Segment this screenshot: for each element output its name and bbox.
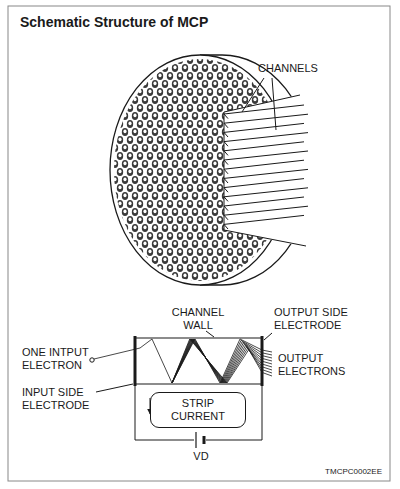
- frame: [8, 6, 390, 481]
- channel-line: [224, 179, 304, 188]
- label: OUTPUT ELECTRONS: [278, 352, 348, 378]
- channel-line: [224, 133, 308, 142]
- channel-step: [224, 178, 228, 183]
- channel-line: [224, 160, 304, 169]
- label-text: INPUT SIDE ELECTRODE: [22, 386, 89, 411]
- label: OUTPUT SIDE ELECTRODE: [274, 306, 358, 332]
- channel-step: [224, 215, 228, 220]
- channel-line: [224, 206, 308, 215]
- label: CHANNEL WALL: [168, 306, 228, 332]
- channel-wall: [135, 337, 262, 338]
- channel-step: [224, 169, 228, 174]
- label: ONE INTPUT ELECTRON: [22, 346, 98, 372]
- channel-step: [224, 114, 228, 119]
- electron-paths: [94, 339, 272, 383]
- label-text: CHANNEL WALL: [172, 306, 225, 331]
- node-text: STRIP CURRENT: [171, 397, 225, 422]
- label: VD: [186, 450, 216, 463]
- electron-path: [172, 339, 272, 383]
- electron-path: [172, 339, 272, 383]
- channel-step: [224, 188, 228, 193]
- label-text: TMCPC0002EE: [325, 467, 382, 476]
- title-text: Schematic Structure of MCP: [20, 14, 208, 30]
- channel-step: [224, 224, 228, 229]
- label-text: CHANNELS: [258, 62, 318, 74]
- leader-line: [206, 331, 214, 337]
- electron-path: [172, 339, 272, 383]
- label-text: ONE INTPUT ELECTRON: [22, 346, 88, 371]
- electron-path: [172, 339, 272, 383]
- electron-path: [172, 339, 272, 383]
- label-text: OUTPUT ELECTRONS: [278, 352, 345, 377]
- channel-step: [224, 142, 228, 147]
- leader-line: [96, 384, 133, 392]
- channel-step: [224, 151, 228, 156]
- electron-dot: [90, 358, 94, 362]
- label-text: OUTPUT SIDE ELECTRODE: [274, 306, 348, 331]
- cut-edge: [224, 95, 300, 112]
- channel-step: [224, 206, 228, 211]
- channel-line: [224, 169, 308, 178]
- cut-edge: [224, 112, 225, 230]
- channel-line: [224, 188, 308, 197]
- channel-line: [224, 142, 304, 151]
- leader-line: [242, 78, 264, 112]
- label: CHANNELS: [258, 62, 348, 75]
- channel-line: [224, 197, 304, 206]
- channel-line: [224, 114, 308, 123]
- electron-path: [172, 339, 272, 383]
- electron-path: [94, 339, 172, 383]
- channel-step: [224, 160, 228, 165]
- strip-current-box: STRIP CURRENT: [150, 392, 246, 428]
- electron-path: [172, 339, 272, 383]
- channel-step: [224, 123, 228, 128]
- cutaway: [224, 90, 330, 252]
- electron-path: [172, 339, 272, 383]
- channel-line: [224, 151, 308, 160]
- title: Schematic Structure of MCP: [20, 14, 208, 31]
- channel-section: [224, 95, 308, 246]
- electron-path: [172, 339, 272, 383]
- leader-line: [264, 333, 272, 340]
- channel-step: [224, 197, 228, 202]
- battery-symbol: [195, 432, 196, 448]
- battery-symbol: [203, 436, 206, 444]
- input-electrode: [134, 336, 137, 386]
- label-text: VD: [193, 450, 208, 462]
- channel-step: [224, 132, 228, 137]
- cut-edge: [224, 230, 306, 246]
- label: INPUT SIDE ELECTRODE: [22, 386, 96, 412]
- label: TMCPC0002EE: [312, 467, 382, 477]
- channel-line: [224, 215, 304, 224]
- leader-line: [272, 78, 276, 130]
- channel-line: [224, 123, 304, 132]
- channel-wall: [135, 383, 262, 384]
